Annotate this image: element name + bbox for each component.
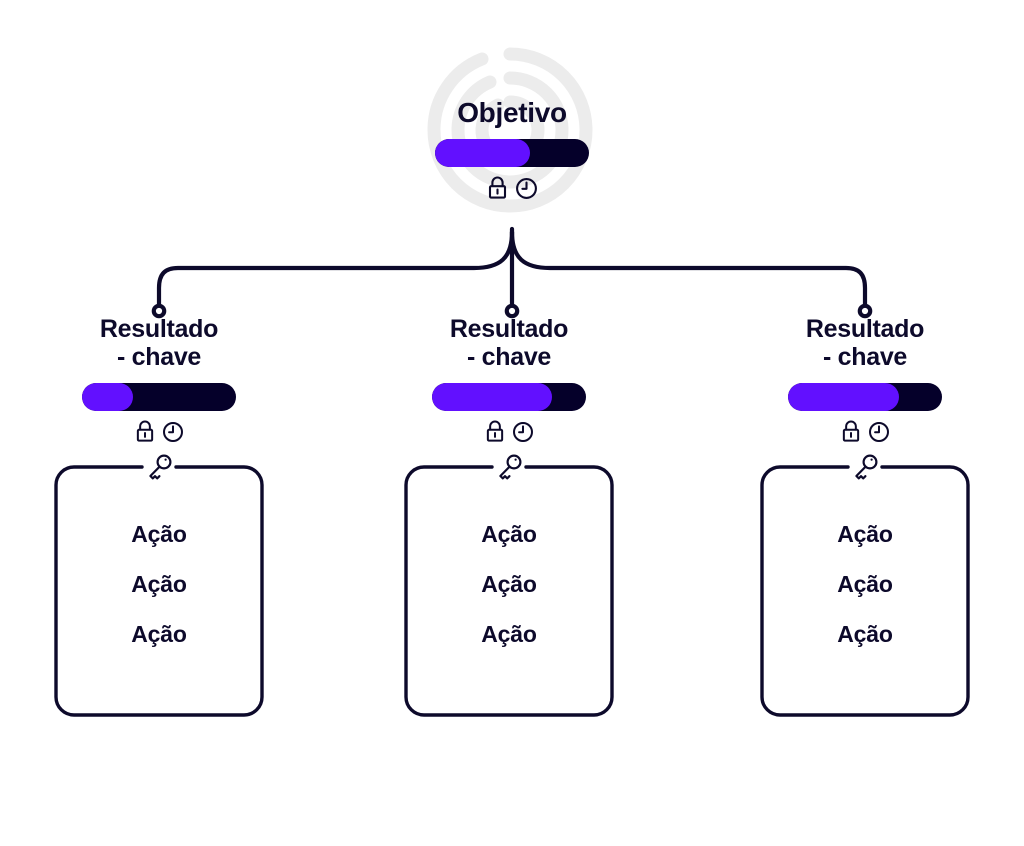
key-result-meta-icons [758, 420, 972, 443]
key-result-meta-icons [52, 420, 266, 443]
action-card[interactable]: Ação Ação Ação [402, 454, 616, 719]
action-card-frame [404, 465, 614, 717]
key-result-title: Resultado - chave [758, 315, 972, 371]
clock-icon[interactable] [512, 421, 534, 443]
lock-icon[interactable] [485, 420, 505, 443]
action-card[interactable]: Ação Ação Ação [758, 454, 972, 719]
key-result-progress-bar[interactable] [82, 383, 236, 411]
objective-title: Objetivo [457, 97, 567, 128]
key-result-progress-fill [432, 383, 553, 411]
key-result-node-2[interactable]: Resultado - chave [402, 315, 616, 719]
clock-icon[interactable] [162, 421, 184, 443]
action-item[interactable]: Ação [131, 621, 187, 647]
key-result-progress-fill [82, 383, 133, 411]
action-list: Ação Ação Ação [402, 523, 616, 673]
lock-icon[interactable] [487, 176, 508, 200]
key-result-title-line1: Resultado [99, 315, 219, 343]
action-item[interactable]: Ação [131, 521, 187, 547]
key-icon[interactable] [848, 451, 882, 485]
clock-icon[interactable] [515, 177, 538, 200]
objective-progress-bar[interactable] [435, 139, 589, 168]
action-list: Ação Ação Ação [758, 523, 972, 673]
action-card[interactable]: Ação Ação Ação [52, 454, 266, 719]
key-icon[interactable] [492, 451, 526, 485]
key-result-node-1[interactable]: Resultado - chave [52, 315, 266, 719]
key-result-title-line2: - chave [822, 342, 908, 371]
lock-icon[interactable] [135, 420, 155, 443]
key-result-title-line2: - chave [116, 342, 202, 371]
key-result-progress-bar[interactable] [788, 383, 942, 411]
key-result-title-line2: - chave [466, 342, 552, 371]
objective-meta-icons [412, 176, 612, 200]
lock-icon[interactable] [841, 420, 861, 443]
key-result-title-line1: Resultado [449, 315, 569, 343]
objective-node[interactable]: Objetivo [412, 98, 612, 200]
action-item[interactable]: Ação [837, 571, 893, 597]
action-card-frame [54, 465, 264, 717]
key-result-progress-fill [788, 383, 899, 411]
action-item[interactable]: Ação [837, 521, 893, 547]
key-result-meta-icons [402, 420, 616, 443]
key-result-title-line1: Resultado [805, 315, 925, 343]
action-item[interactable]: Ação [481, 571, 537, 597]
action-card-frame [760, 465, 970, 717]
action-item[interactable]: Ação [837, 621, 893, 647]
action-list: Ação Ação Ação [52, 523, 266, 673]
objective-progress-fill [435, 139, 531, 168]
key-icon[interactable] [142, 451, 176, 485]
key-result-title: Resultado - chave [52, 315, 266, 371]
action-item[interactable]: Ação [131, 571, 187, 597]
key-result-progress-bar[interactable] [432, 383, 586, 411]
key-result-node-3[interactable]: Resultado - chave [758, 315, 972, 719]
key-result-title: Resultado - chave [402, 315, 616, 371]
clock-icon[interactable] [868, 421, 890, 443]
action-item[interactable]: Ação [481, 621, 537, 647]
action-item[interactable]: Ação [481, 521, 537, 547]
